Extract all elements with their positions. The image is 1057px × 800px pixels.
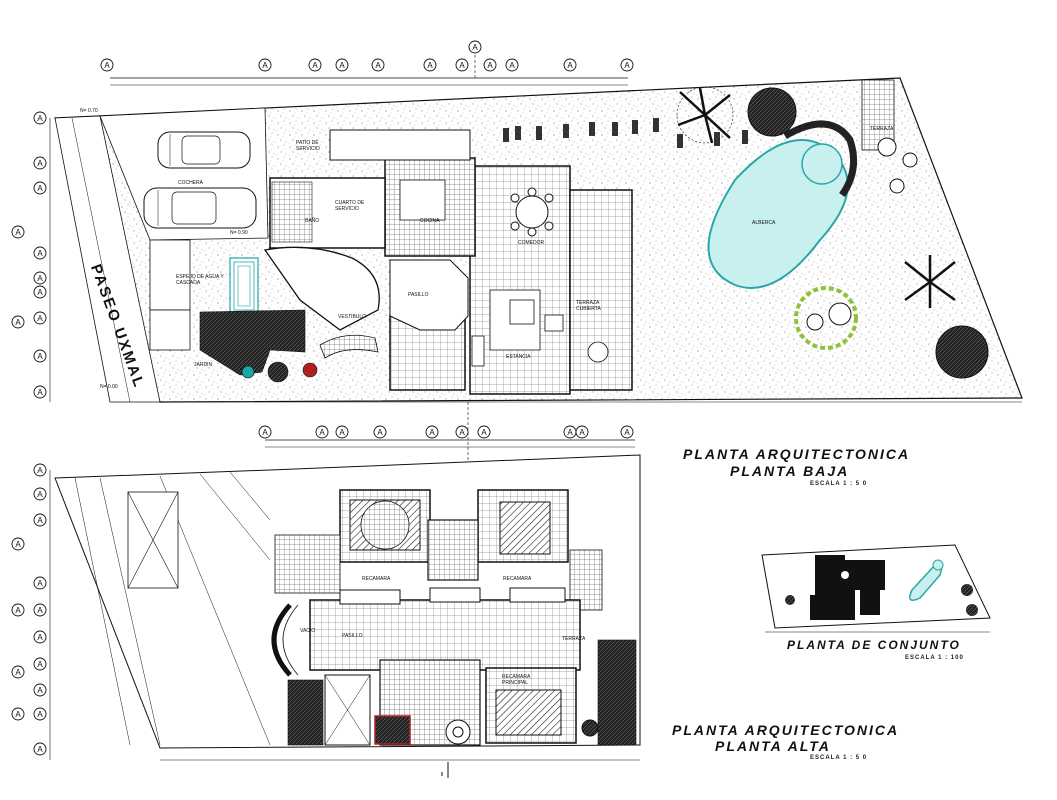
water-mirror <box>229 257 259 315</box>
room-label-recamara1: RECAMARA <box>362 576 391 582</box>
north-arrow-icon <box>441 762 449 778</box>
room-label-terraza-cubierta: TERRAZA CUBIERTA <box>576 300 601 312</box>
upper-floor-scale: ESCALA 1 : 5 0 <box>810 755 868 761</box>
room-label-terraza: TERRAZA <box>870 126 894 132</box>
level-label-2: N= 0.70 <box>80 108 98 114</box>
dining-table-icon <box>510 187 554 237</box>
room-label-jardin: JARDIN <box>194 362 213 368</box>
axis-markers-upper-top <box>258 425 634 439</box>
upper-floor-title-line1: PLANTA ARQUITECTONICA <box>672 722 900 738</box>
room-label-recamara2: RECAMARA <box>503 576 532 582</box>
palm-tree-icon <box>747 87 797 137</box>
axis-markers-upper-left <box>11 463 47 756</box>
ground-floor-title-line2: PLANTA BAJA <box>730 463 850 479</box>
garden-bollards <box>503 118 748 148</box>
ground-floor-title-line1: PLANTA ARQUITECTONICA <box>683 446 911 462</box>
room-label-cocina: COCINA <box>420 218 440 224</box>
room-label-cuarto-servicio: CUARTO DE SERVICIO <box>335 200 365 212</box>
site-plan-scale: ESCALA 1 : 100 <box>905 655 964 661</box>
room-label-vacio: VACIO <box>300 628 316 634</box>
bed-icon <box>499 501 551 555</box>
upper-floor-title-line2: PLANTA ALTA <box>715 738 831 754</box>
room-label-comedor: COMEDOR <box>518 240 545 246</box>
upper-floor-plan <box>11 425 641 778</box>
room-label-recamara-principal: RECAMARA PRINCIPAL <box>502 674 531 686</box>
axis-markers-top <box>100 40 634 72</box>
room-label-estancia: ESTANCIA <box>506 354 531 360</box>
room-label-pasillo: PASILLO <box>408 292 429 298</box>
palm-tree-icon <box>935 325 989 379</box>
pool <box>707 120 858 289</box>
ground-floor-plan <box>11 40 1023 460</box>
room-label-terraza-alta: TERRAZA <box>562 636 586 642</box>
car-icon <box>157 131 251 169</box>
room-label-patio: PATIO DE SERVICIO <box>296 140 320 152</box>
room-label-bano: BAÑO <box>305 218 320 224</box>
palm-tree-icon <box>676 86 734 144</box>
site-plan-title: PLANTA DE CONJUNTO <box>787 638 961 652</box>
green-tree <box>794 286 858 350</box>
ground-floor-scale: ESCALA 1 : 5 0 <box>810 481 868 487</box>
room-label-cochera: COCHERA <box>178 180 204 186</box>
bed-icon <box>349 499 421 551</box>
axis-markers-left <box>11 111 47 399</box>
room-label-pasillo-alta: PASILLO <box>342 633 363 639</box>
car-icon <box>143 187 257 229</box>
room-label-alberca: ALBERCA <box>752 220 776 226</box>
palm-tree-icon <box>904 255 956 308</box>
level-label-1: N= 0.90 <box>230 230 248 236</box>
room-label-vestibulo: VESTIBULO <box>338 314 367 320</box>
level-label-0: N= 0.00 <box>100 384 118 390</box>
site-plan <box>761 544 991 633</box>
room-label-espejo-agua: ESPEJO DE AGUA Y CASCADA <box>176 274 224 286</box>
